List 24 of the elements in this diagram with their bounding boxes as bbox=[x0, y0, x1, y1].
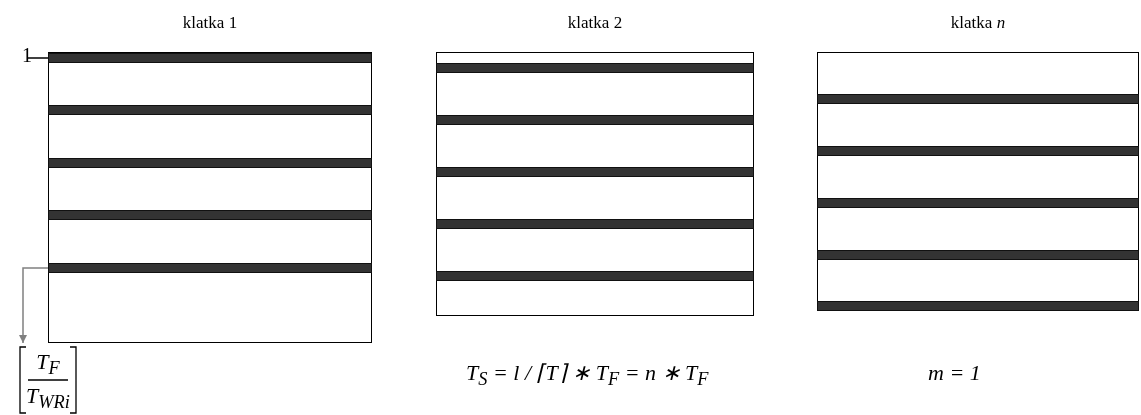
bar bbox=[48, 158, 372, 168]
bar bbox=[436, 271, 754, 281]
bar bbox=[817, 198, 1139, 208]
bar bbox=[48, 53, 372, 63]
bar bbox=[436, 115, 754, 125]
frame-title: klatka n bbox=[950, 13, 1006, 33]
frame-title: klatka 2 bbox=[567, 13, 623, 33]
arrow bbox=[19, 267, 49, 344]
bar bbox=[817, 301, 1139, 311]
bar bbox=[48, 263, 372, 273]
bar bbox=[817, 250, 1139, 260]
bar bbox=[48, 105, 372, 115]
bar bbox=[436, 63, 754, 73]
bar bbox=[436, 219, 754, 229]
fraction-formula: T$_{F}$ T$_{WRi}$ bbox=[18, 345, 78, 415]
formula: T$_{S}$ = l / ⌈T⌉ ∗ T$_{F}$ = n ∗ T$_{F}$ bbox=[466, 360, 709, 391]
formula: m = 1 bbox=[928, 360, 981, 386]
frame-title: klatka 1 bbox=[182, 13, 238, 33]
callout-number: 1 bbox=[22, 44, 32, 67]
bar bbox=[817, 94, 1139, 104]
bar bbox=[48, 210, 372, 220]
bar bbox=[436, 167, 754, 177]
bar bbox=[817, 146, 1139, 156]
leader-line bbox=[27, 57, 49, 59]
